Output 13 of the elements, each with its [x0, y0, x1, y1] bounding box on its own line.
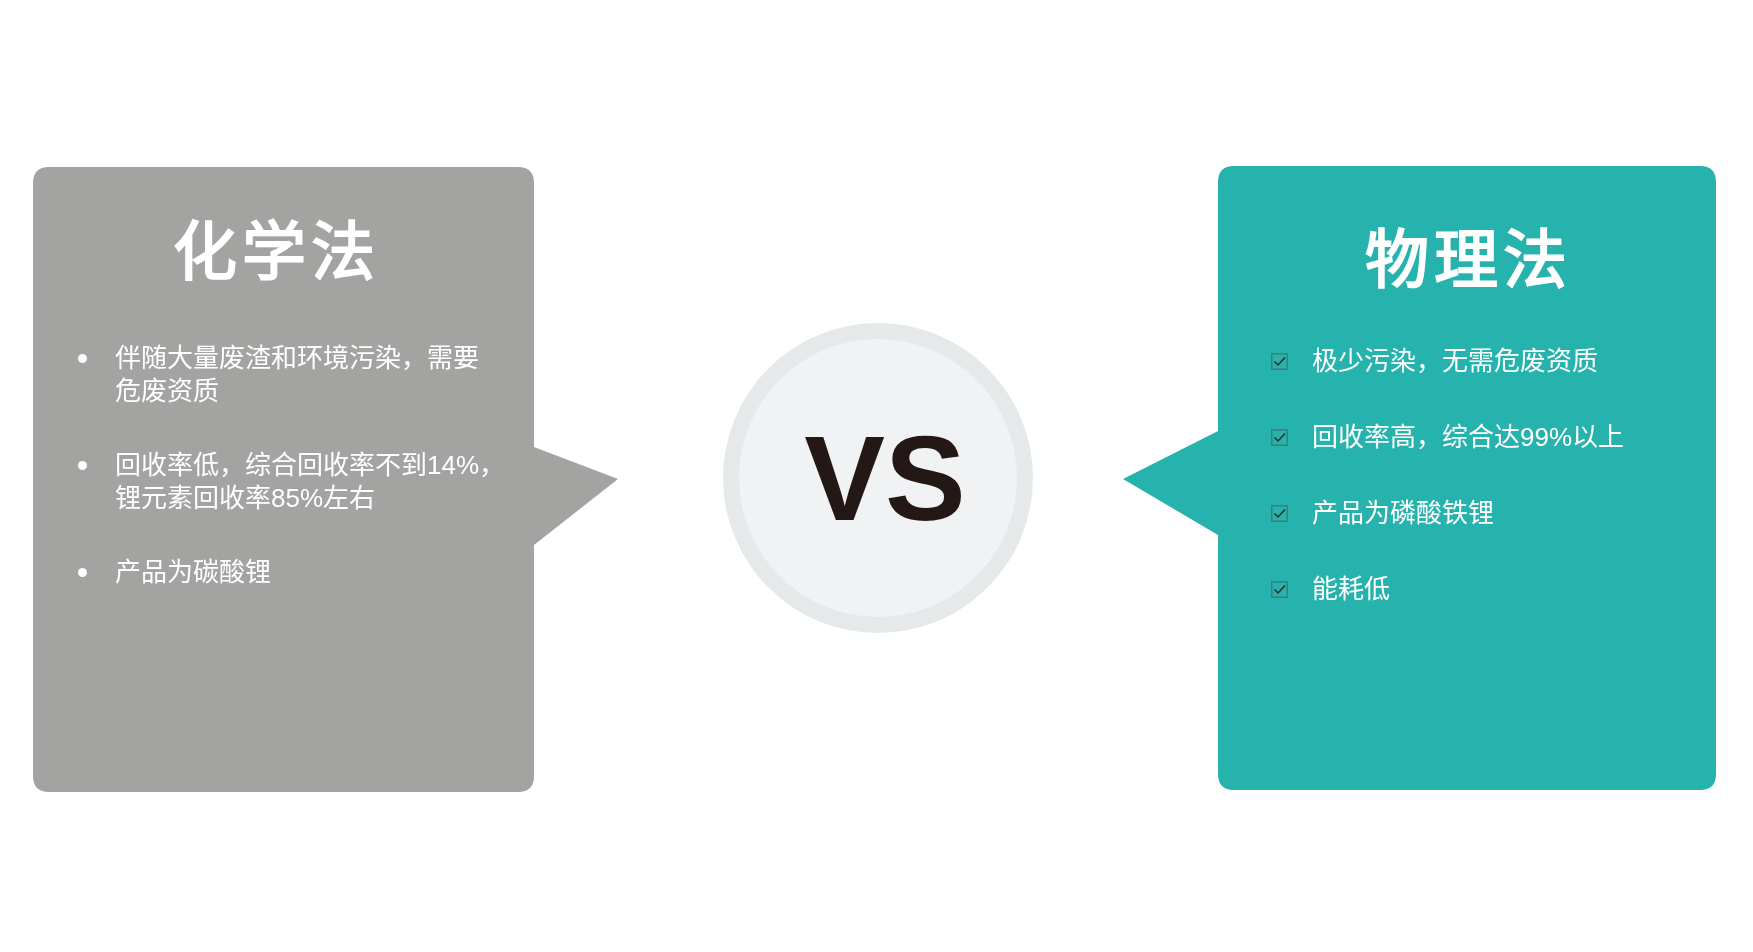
list-item-text: 伴随大量废渣和环境污染，需要危废资质	[115, 341, 480, 408]
card-title: 物理法	[1364, 223, 1572, 298]
list-item-text: 回收率高，综合达99%以上	[1312, 420, 1626, 454]
list-item-text: 极少污染，无需危废资质	[1312, 344, 1599, 378]
list-item-text: 能耗低	[1312, 572, 1391, 606]
list-item-text: 回收率低，综合回收率不到14%，锂元素回收率85%左右	[115, 448, 507, 515]
speech-bubble-card	[1123, 166, 1716, 790]
vs-circle	[723, 323, 1033, 633]
speech-bubble-card	[33, 167, 618, 792]
list-item-text: 产品为磷酸铁锂	[1312, 496, 1495, 530]
card-title: 化学法	[172, 215, 380, 290]
vs-label: VS	[804, 417, 966, 539]
list-item-text: 产品为碳酸锂	[115, 555, 272, 589]
